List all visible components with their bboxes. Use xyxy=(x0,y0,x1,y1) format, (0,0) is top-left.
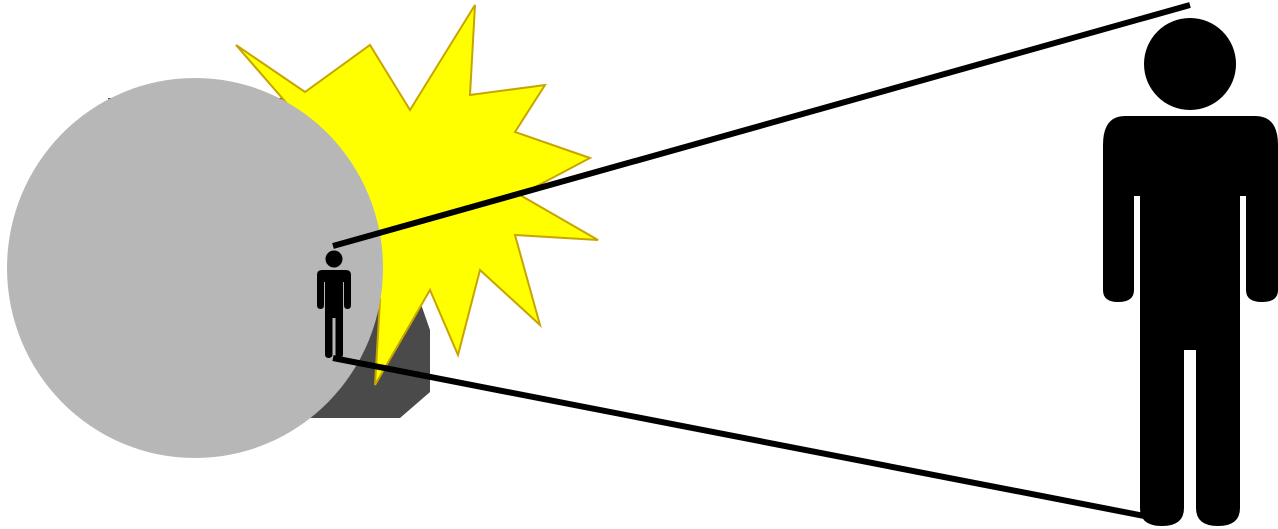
small-person-icon xyxy=(317,250,351,358)
projection-line-top xyxy=(332,2,1191,249)
projection-line-bottom xyxy=(332,355,1166,523)
large-person-icon xyxy=(1103,18,1278,526)
gray-sphere xyxy=(7,78,383,458)
